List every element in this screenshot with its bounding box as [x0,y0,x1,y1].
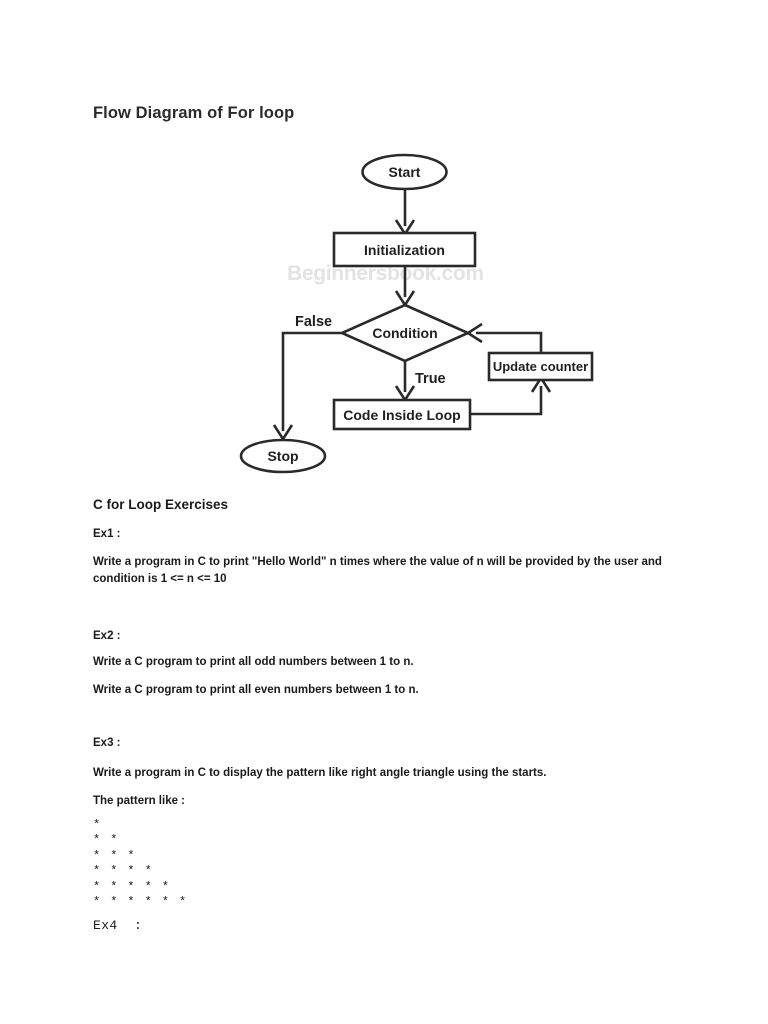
exercise-2-label: Ex2 : [93,630,121,642]
node-start [361,153,448,191]
node-start-label: Start [389,164,421,180]
section-heading-exercises: C for Loop Exercises [93,497,229,512]
node-stop-label: Stop [267,448,298,464]
exercise-3-text: Write a program in C to display the patt… [93,767,547,779]
exercise-1-label: Ex1 : [93,528,121,540]
exercise-2-line-2: Write a C program to print all even numb… [93,684,419,696]
node-stop [239,438,327,474]
node-condition [338,303,472,363]
node-initialization [332,231,477,268]
node-condition-label: Condition [372,325,437,341]
exercise-2-line-1: Write a C program to print all odd numbe… [93,656,414,668]
node-update-counter [487,351,594,382]
exercise-4-label: Ex4 : [93,918,143,933]
node-initialization-label: Initialization [364,242,445,258]
for-loop-flow-diagram: Beginnersbook.com Start [0,140,768,485]
page-title: Flow Diagram of For loop [93,104,295,122]
edge-condition-false-to-stop [281,331,342,431]
pattern-label: The pattern like : [93,795,186,807]
edge-update-counter-to-condition [476,331,543,353]
star-pattern: * * * * * * * * * * * * * * * * * * * * … [93,818,188,910]
node-update-counter-label: Update counter [493,359,588,374]
exercise-1-text: Write a program in C to print "Hello Wor… [93,556,662,585]
edge-code-to-update-counter [470,386,543,416]
node-code-inside-loop-label: Code Inside Loop [343,407,460,423]
edge-label-false: False [295,314,332,330]
exercise-3-label: Ex3 : [93,737,121,749]
node-code-inside-loop [332,398,472,431]
watermark-text: Beginnersbook.com [287,262,484,285]
edge-label-true: True [415,371,446,387]
